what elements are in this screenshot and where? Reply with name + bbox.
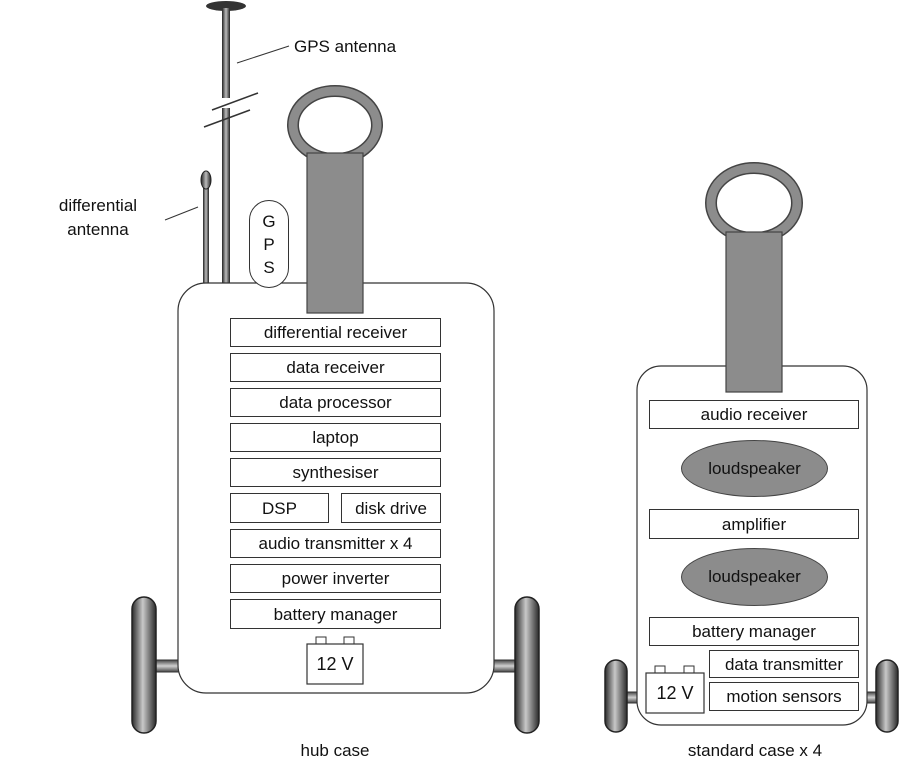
- gps-letter-g: G: [262, 211, 276, 231]
- hub-battery-label: 12 V: [316, 653, 354, 674]
- hub-battery-terminals: [306, 636, 364, 685]
- gps-letter-s: S: [263, 257, 275, 277]
- hub-module-disk-drive: disk drive: [341, 493, 441, 523]
- hub-module-data-processor: data processor: [230, 388, 441, 417]
- differential-antenna-label-line2: antenna: [67, 220, 129, 239]
- std-loudspeaker-bottom: loudspeaker: [681, 548, 828, 606]
- std-module-motion-sensors: motion sensors: [709, 682, 859, 711]
- differential-antenna: [164, 170, 212, 284]
- standard-case-caption: standard case x 4: [687, 741, 823, 760]
- hub-module-synthesiser: synthesiser: [230, 458, 441, 487]
- hub-module-dsp: DSP: [230, 493, 329, 523]
- hub-module-audio-transmitter: audio transmitter x 4: [230, 529, 441, 558]
- hub-handle[interactable]: [287, 85, 383, 314]
- hub-module-battery-manager: battery manager: [230, 599, 441, 629]
- hub-module-laptop: laptop: [230, 423, 441, 452]
- differential-antenna-label-line1: differential: [58, 196, 138, 215]
- std-module-amplifier: amplifier: [649, 509, 859, 539]
- hub-case-caption: hub case: [300, 741, 370, 760]
- std-module-battery-manager: battery manager: [649, 617, 859, 646]
- gps-antenna-label: GPS antenna: [294, 37, 397, 56]
- hub-module-data-receiver: data receiver: [230, 353, 441, 382]
- gps-antenna: [203, 1, 290, 284]
- standard-handle[interactable]: [705, 162, 803, 393]
- std-module-data-transmitter: data transmitter: [709, 650, 859, 678]
- gps-unit: G P S: [249, 200, 289, 288]
- std-module-audio-receiver: audio receiver: [649, 400, 859, 429]
- standard-battery-terminals: [645, 665, 705, 714]
- gps-letter-p: P: [263, 234, 275, 254]
- hub-module-power-inverter: power inverter: [230, 564, 441, 593]
- hub-module-differential-receiver: differential receiver: [230, 318, 441, 347]
- std-loudspeaker-top: loudspeaker: [681, 440, 828, 497]
- std-battery-label: 12 V: [656, 682, 694, 703]
